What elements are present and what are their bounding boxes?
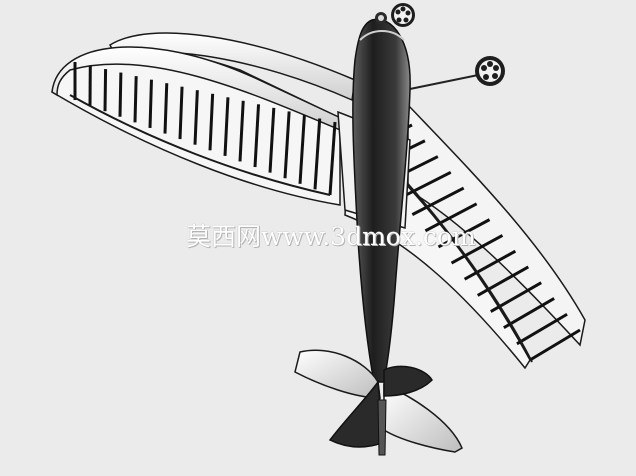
wing-rib xyxy=(398,170,452,200)
wing-rib xyxy=(133,76,138,123)
wing-rib xyxy=(503,297,555,329)
wing-rib xyxy=(223,97,230,156)
wing-rib xyxy=(118,72,123,117)
wing-rib xyxy=(424,202,478,233)
wing-rib xyxy=(253,104,261,168)
wing-rib xyxy=(516,312,568,346)
wing-rib xyxy=(178,86,184,140)
wing-rib xyxy=(208,93,215,151)
landing-wheel-icon xyxy=(475,56,505,86)
wing-rib xyxy=(463,249,517,281)
wing-rib xyxy=(450,234,504,265)
wing-rib xyxy=(437,218,491,249)
wing-rib xyxy=(328,121,337,196)
wing-rib xyxy=(411,186,465,216)
wing-rib xyxy=(298,114,306,184)
wing-rib xyxy=(529,328,581,362)
wing-rib xyxy=(283,111,291,179)
fuselage xyxy=(352,18,411,383)
wing-rib xyxy=(148,79,153,128)
propeller-hub-icon xyxy=(375,3,415,27)
wing-rib xyxy=(103,69,108,112)
wing-rib xyxy=(163,83,169,134)
left-wing xyxy=(51,46,346,206)
watermark-text: 莫西网www.3dmox.com xyxy=(186,222,476,251)
wing-rib xyxy=(313,118,322,190)
wing-rib xyxy=(238,100,245,162)
tail-assembly xyxy=(294,349,463,456)
landing-gear xyxy=(404,56,505,91)
wing-rib xyxy=(476,265,530,297)
wing-rib xyxy=(193,90,199,145)
wing-rib xyxy=(268,107,276,173)
